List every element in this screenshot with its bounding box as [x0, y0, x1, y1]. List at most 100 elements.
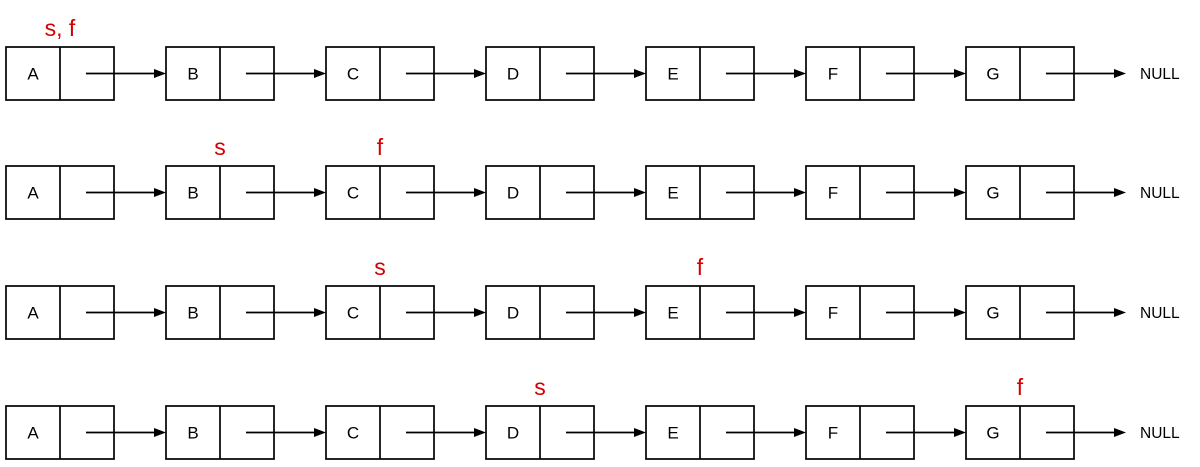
- linked-list-row: A B C D E F G NULL s f: [5, 134, 1180, 220]
- list-node: E: [645, 285, 806, 340]
- list-node: F: [805, 285, 966, 340]
- list-node: G: [965, 285, 1126, 340]
- node-data-label: E: [667, 184, 678, 203]
- arrowhead-icon: [154, 308, 166, 317]
- null-terminator-label: NULL: [1140, 185, 1180, 202]
- node-data-label: A: [27, 424, 39, 443]
- arrowhead-icon: [314, 308, 326, 317]
- node-data-label: D: [507, 65, 519, 84]
- linked-list-row: A B C D E F G NULL s f: [5, 374, 1180, 460]
- list-node: F: [805, 46, 966, 101]
- arrowhead-icon: [954, 69, 966, 78]
- list-node: A: [5, 405, 166, 460]
- pointer-position-label: f: [1017, 374, 1024, 400]
- list-node: B: [165, 285, 326, 340]
- arrowhead-icon: [634, 69, 646, 78]
- node-data-label: F: [828, 65, 838, 84]
- list-node: D: [485, 285, 646, 340]
- arrowhead-icon: [634, 188, 646, 197]
- node-data-label: B: [187, 184, 198, 203]
- pointer-position-label: f: [377, 134, 384, 160]
- arrowhead-icon: [1114, 428, 1126, 437]
- list-node: B: [165, 46, 326, 101]
- node-data-label: A: [27, 65, 39, 84]
- node-data-label: D: [507, 184, 519, 203]
- list-node: A: [5, 165, 166, 220]
- node-data-label: A: [27, 304, 39, 323]
- arrowhead-icon: [314, 69, 326, 78]
- node-data-label: F: [828, 304, 838, 323]
- node-data-label: E: [667, 424, 678, 443]
- list-node: B: [165, 405, 326, 460]
- node-data-label: C: [347, 184, 359, 203]
- pointer-position-label: s: [374, 254, 386, 280]
- node-data-label: F: [828, 424, 838, 443]
- pointer-position-label: s, f: [45, 15, 76, 41]
- list-node: C: [325, 405, 486, 460]
- node-data-label: G: [986, 304, 999, 323]
- arrowhead-icon: [954, 188, 966, 197]
- arrowhead-icon: [794, 69, 806, 78]
- node-data-label: G: [986, 424, 999, 443]
- arrowhead-icon: [634, 428, 646, 437]
- node-data-label: C: [347, 65, 359, 84]
- list-node: A: [5, 285, 166, 340]
- null-terminator-label: NULL: [1140, 425, 1180, 442]
- pointer-position-label: f: [697, 254, 704, 280]
- node-data-label: B: [187, 424, 198, 443]
- arrowhead-icon: [794, 428, 806, 437]
- node-data-label: A: [27, 184, 39, 203]
- node-data-label: B: [187, 65, 198, 84]
- arrowhead-icon: [314, 188, 326, 197]
- list-node: A: [5, 46, 166, 101]
- list-node: B: [165, 165, 326, 220]
- node-data-label: D: [507, 304, 519, 323]
- list-node: E: [645, 46, 806, 101]
- node-data-label: E: [667, 65, 678, 84]
- arrowhead-icon: [474, 428, 486, 437]
- list-node: G: [965, 405, 1126, 460]
- linked-list-row: A B C D E F G NULL s f: [5, 254, 1180, 340]
- node-data-label: G: [986, 184, 999, 203]
- arrowhead-icon: [474, 69, 486, 78]
- list-node: D: [485, 46, 646, 101]
- arrowhead-icon: [154, 188, 166, 197]
- arrowhead-icon: [634, 308, 646, 317]
- arrowhead-icon: [474, 308, 486, 317]
- list-node: F: [805, 405, 966, 460]
- arrowhead-icon: [154, 69, 166, 78]
- node-data-label: D: [507, 424, 519, 443]
- arrowhead-icon: [794, 188, 806, 197]
- null-terminator-label: NULL: [1140, 305, 1180, 322]
- node-data-label: C: [347, 304, 359, 323]
- pointer-position-label: s: [534, 374, 546, 400]
- list-node: C: [325, 285, 486, 340]
- list-node: E: [645, 405, 806, 460]
- arrowhead-icon: [314, 428, 326, 437]
- node-data-label: C: [347, 424, 359, 443]
- node-data-label: E: [667, 304, 678, 323]
- arrowhead-icon: [1114, 308, 1126, 317]
- arrowhead-icon: [1114, 188, 1126, 197]
- arrowhead-icon: [794, 308, 806, 317]
- list-node: G: [965, 46, 1126, 101]
- node-data-label: F: [828, 184, 838, 203]
- list-node: C: [325, 165, 486, 220]
- list-node: D: [485, 165, 646, 220]
- node-data-label: B: [187, 304, 198, 323]
- arrowhead-icon: [954, 308, 966, 317]
- list-node: D: [485, 405, 646, 460]
- list-node: F: [805, 165, 966, 220]
- list-node: C: [325, 46, 486, 101]
- pointer-position-label: s: [214, 134, 226, 160]
- arrowhead-icon: [474, 188, 486, 197]
- arrowhead-icon: [1114, 69, 1126, 78]
- list-node: E: [645, 165, 806, 220]
- list-node: G: [965, 165, 1126, 220]
- node-data-label: G: [986, 65, 999, 84]
- arrowhead-icon: [954, 428, 966, 437]
- arrowhead-icon: [154, 428, 166, 437]
